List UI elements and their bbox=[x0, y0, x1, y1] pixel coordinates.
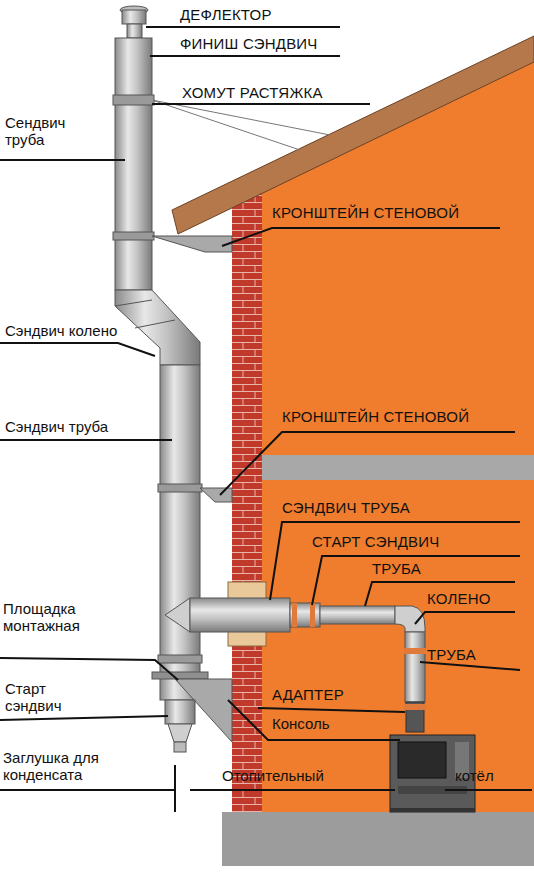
brick-column bbox=[232, 192, 262, 815]
roof-rafter bbox=[172, 36, 534, 234]
part-label: ФИНИШ СЭНДВИЧ bbox=[180, 35, 350, 52]
sandwich-knee bbox=[115, 290, 200, 365]
part-label: Консоль bbox=[272, 715, 372, 732]
part-label: Заглушка для конденсата bbox=[3, 749, 143, 783]
part-label: АДАПТЕР bbox=[272, 686, 382, 703]
part-label: Площадка монтажная bbox=[3, 600, 123, 634]
part-label: КОЛЕНО bbox=[427, 590, 527, 607]
sandwich-pipe bbox=[190, 598, 290, 632]
part-label: Старт сэндвич bbox=[5, 680, 80, 714]
deflector bbox=[122, 10, 146, 24]
start-sandwich bbox=[290, 603, 320, 627]
finish-sandwich bbox=[127, 24, 142, 38]
part-label: ТРУБА bbox=[372, 560, 492, 577]
clamp bbox=[113, 232, 154, 240]
clamp bbox=[158, 484, 202, 492]
elbow bbox=[395, 606, 425, 632]
condensate-plug bbox=[168, 724, 192, 742]
part-label: СТАРТ СЭНДВИЧ bbox=[312, 533, 512, 550]
sandwich-pipe bbox=[115, 38, 152, 290]
wall-bracket bbox=[152, 236, 232, 252]
start-sandwich bbox=[165, 700, 195, 724]
part-label: ТРУБА bbox=[427, 646, 527, 663]
part-label: Сендвич труба bbox=[5, 114, 85, 148]
part-label: КРОНШТЕЙН СТЕНОВОЙ bbox=[272, 204, 502, 221]
part-label: КРОНШТЕЙН СТЕНОВОЙ bbox=[282, 408, 512, 425]
mounting-platform bbox=[152, 672, 208, 679]
tee bbox=[165, 598, 190, 632]
guy-wire bbox=[152, 100, 330, 135]
sandwich-pipe bbox=[160, 365, 200, 700]
wall-bracket bbox=[200, 488, 232, 502]
clamp bbox=[113, 95, 154, 105]
leader-lines bbox=[0, 27, 532, 812]
pipe bbox=[320, 606, 395, 624]
part-label: ДЕФЛЕКТОР bbox=[180, 6, 340, 23]
floor-slab bbox=[262, 455, 534, 480]
part-label: ХОМУТ РАСТЯЖКА bbox=[182, 84, 362, 101]
foundation bbox=[222, 812, 534, 866]
part-label: Сэндвич колено bbox=[5, 322, 165, 339]
part-label: СЭНДВИЧ ТРУБА bbox=[282, 499, 482, 516]
part-label: котёл bbox=[455, 767, 525, 784]
part-label: Сэндвич труба bbox=[5, 418, 165, 435]
pipe bbox=[405, 632, 425, 702]
part-label: Отопительный bbox=[222, 767, 352, 784]
